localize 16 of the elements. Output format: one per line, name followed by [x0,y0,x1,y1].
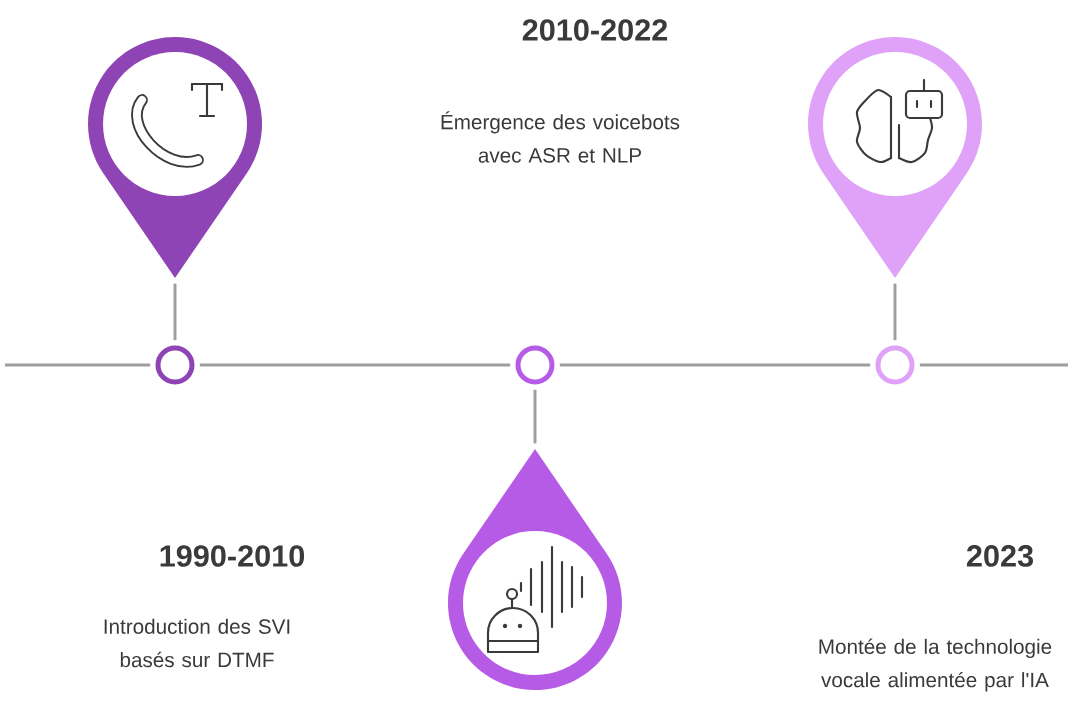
description-text: Montée de la technologie vocale alimentée par l'IA [819,638,1052,692]
year-heading: 1990-2010 [160,545,305,567]
timeline-marker [875,345,915,385]
description-text: Émergence des voicebots avec ASR et NLP [441,111,680,163]
connector-line [919,363,1068,367]
connector-line [533,389,537,444]
timeline-marker [155,345,195,385]
year-heading: 2023 [966,545,1033,567]
connector-line [5,363,151,367]
connector-line [173,283,177,341]
timeline-marker [515,345,555,385]
connector-line [199,363,511,367]
description-text: Introduction des SVI basés sur DTMF [104,618,290,668]
connector-line [893,283,897,341]
connector-line [559,363,871,367]
year-heading: 2010-2022 [522,19,668,41]
